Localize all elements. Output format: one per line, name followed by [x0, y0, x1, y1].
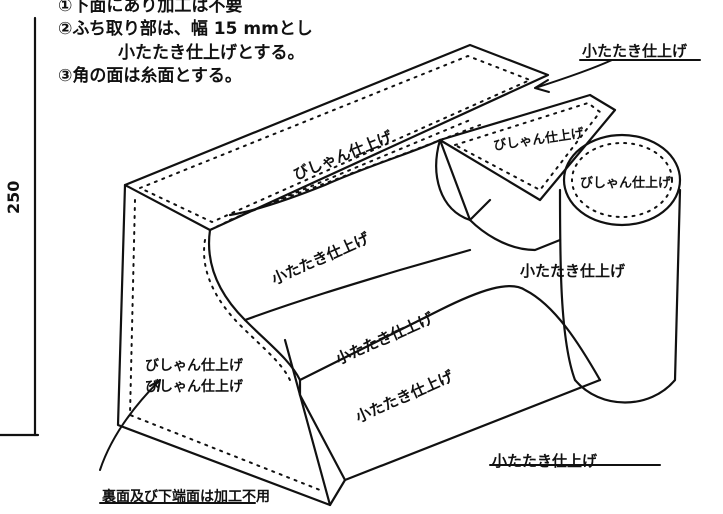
leader-top-right: [534, 59, 613, 89]
dotted-border-left-inner: [203, 239, 293, 386]
cylinder-side: [558, 188, 682, 404]
note-4: ③角の面は糸面とする。: [58, 66, 242, 86]
right-wall: [468, 218, 562, 252]
dotted-border-cylinder: [571, 142, 673, 218]
step-riser: [283, 138, 472, 397]
label-left-face-2: びしゃん仕上げ: [145, 379, 243, 395]
dotted-border-right-top: [452, 101, 602, 192]
step-edge-lower: [298, 285, 602, 382]
dotted-border-top: [137, 54, 533, 224]
label-cylinder-top: びしゃん仕上げ: [580, 176, 672, 191]
callout-top-right: 小たたき仕上げ: [582, 42, 688, 60]
block-top-face: [123, 43, 550, 232]
block-front-bottom: [298, 378, 602, 482]
note-1: ①下面にあり加工は不要: [58, 0, 243, 16]
dotted-border-left: [128, 199, 321, 491]
callout-bottom-left: 裏面及び下端面は加工不用: [102, 489, 270, 505]
note-3: 小たたき仕上げとする。: [118, 43, 305, 63]
block-left-face: [116, 183, 347, 507]
step-edge-middle: [243, 248, 472, 322]
cylinder-top: [562, 133, 682, 227]
dashed-mid-line: [229, 119, 471, 221]
label-left-face-1: びしゃん仕上げ: [145, 358, 243, 374]
note-2: ②ふち取り部は、幅 15 mmとし: [58, 19, 313, 39]
callout-bottom-right: 小たたき仕上げ: [492, 452, 598, 470]
leader-bottom-left: [99, 379, 161, 471]
label-cylinder-side: 小たたき仕上げ: [520, 262, 626, 280]
right-top-face: [438, 93, 617, 202]
dimension-label: 250: [4, 180, 23, 214]
